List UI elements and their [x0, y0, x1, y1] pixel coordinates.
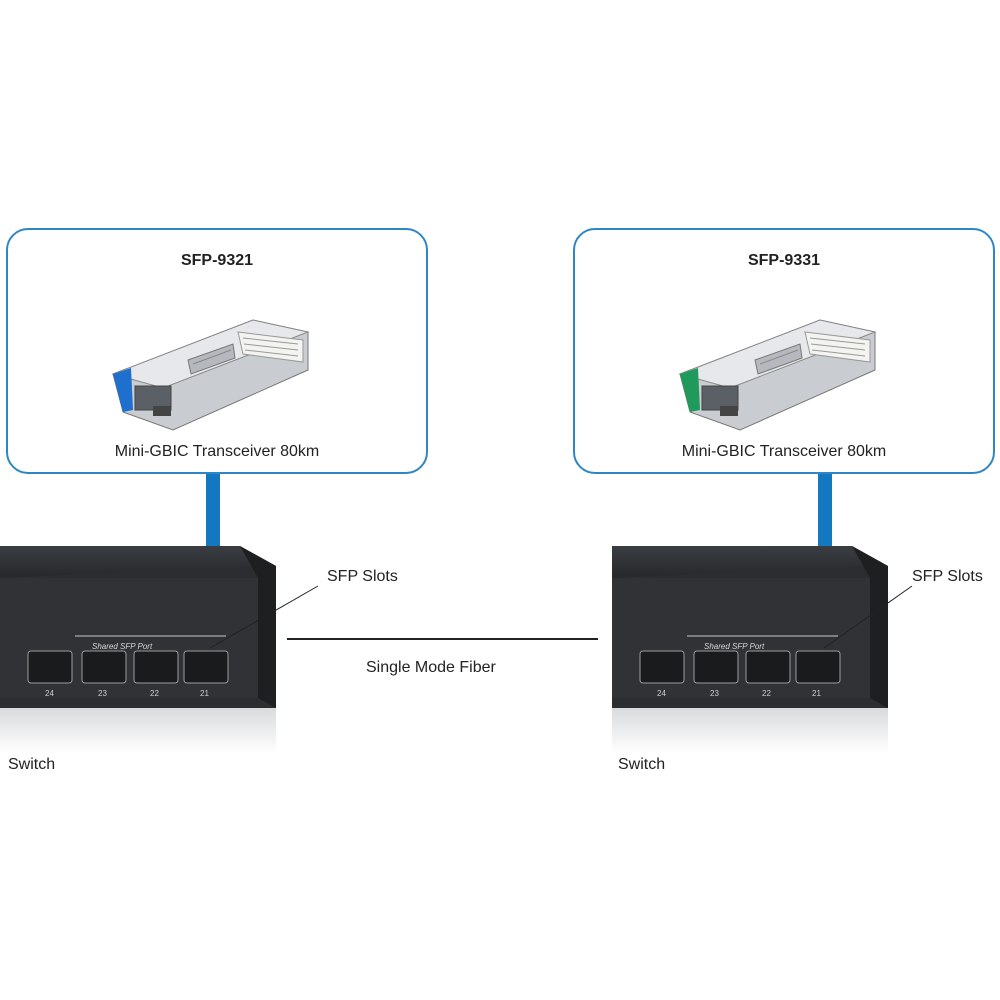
sfp-port-21-left: [183, 650, 229, 684]
sfp-slots-label-right: SFP Slots: [912, 568, 983, 585]
callout-line-right: [823, 585, 913, 649]
sfp-module-right-image: [678, 319, 877, 431]
module-card-left: SFP-9321 Mini-GBIC Transceiver 80km: [6, 228, 428, 474]
switch-left-image: Shared SFP Port 24 23 22 21: [0, 546, 276, 753]
port-label-24-left: 24: [45, 689, 54, 698]
port-label-22-left: 22: [150, 689, 159, 698]
latch-left: [113, 368, 133, 412]
sfp-port-22-right: [745, 650, 791, 684]
module-caption-right: Mini-GBIC Transceiver 80km: [681, 443, 887, 460]
sfp-port-22-left: [133, 650, 179, 684]
panel-text-left: Shared SFP Port: [92, 642, 153, 651]
latch-right: [680, 368, 700, 412]
module-card-right: SFP-9331 Mini-GBIC Transceiver 80km: [573, 228, 995, 474]
sfp-port-23-right: [693, 650, 739, 684]
panel-text-right: Shared SFP Port: [704, 642, 765, 651]
port-label-21-left: 21: [200, 689, 209, 698]
callout-line-left: [209, 585, 319, 649]
sfp-port-21-right: [795, 650, 841, 684]
module-title-left: SFP-9321: [180, 252, 254, 269]
port-label-23-left: 23: [98, 689, 107, 698]
fiber-link-label: Single Mode Fiber: [366, 659, 496, 676]
module-title-right: SFP-9331: [747, 252, 821, 269]
switch-label-right: Switch: [618, 756, 666, 773]
fiber-link-line: [287, 638, 598, 640]
port-label-22-right: 22: [762, 689, 771, 698]
sfp-port-24-right: [639, 650, 685, 684]
sfp-port-23-left: [81, 650, 127, 684]
module-caption-left: Mini-GBIC Transceiver 80km: [114, 443, 320, 460]
port-label-24-right: 24: [657, 689, 666, 698]
sfp-module-left-image: [111, 319, 310, 431]
port-label-21-right: 21: [812, 689, 821, 698]
sfp-slots-label-left: SFP Slots: [327, 568, 398, 585]
switch-right-image: Shared SFP Port 24 23 22 21: [612, 546, 888, 753]
switch-label-left: Switch: [8, 756, 56, 773]
sfp-port-24-left: [27, 650, 73, 684]
port-label-23-right: 23: [710, 689, 719, 698]
